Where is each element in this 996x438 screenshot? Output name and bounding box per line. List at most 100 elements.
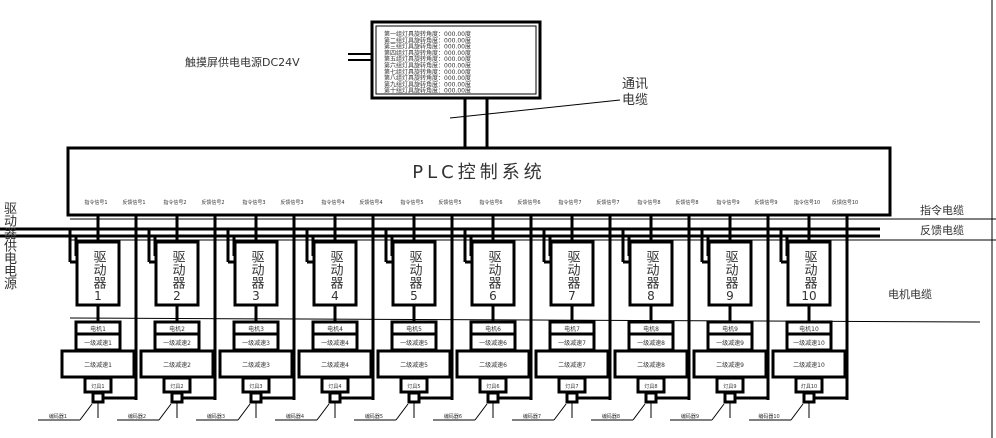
angle-row: 第四组灯具旋转角度：000.00度 [384,49,471,57]
load-label: 灯具8 [644,383,657,390]
driver-power-label: 供 [4,240,17,255]
motor-label: 电机6 [485,325,501,333]
encoder-label: 编码器9 [681,413,699,420]
stage1-reducer-label: 一级减速5 [400,339,428,347]
encoder-box [644,391,658,404]
driver-label: 驱动器 [644,250,660,290]
stage1-reducer-label: 一级减速2 [163,339,191,347]
driver-power-label: 电 [4,265,17,280]
command-signal-label: 指令信号5 [400,199,423,206]
motor-label: 电机10 [799,325,819,333]
load-label: 灯具6 [486,383,499,390]
driver-power-label: 源 [4,277,17,292]
stage2-reducer-box [60,349,136,379]
motor-label: 电机1 [90,325,106,333]
angle-row: 第九组灯具旋转角度：000.00度 [384,80,471,88]
wire [711,403,725,421]
command-signal-label: 指令信号9 [716,199,739,206]
encoder-box [249,391,263,404]
driver-box [154,240,200,307]
driver-power-label: 驱 [4,202,17,217]
encoder-box [328,391,342,404]
angle-row: 第七组灯具旋转角度：000.00度 [384,68,471,76]
stage2-reducer-label: 二级减速8 [637,361,665,369]
load-label: 灯具9 [723,383,736,390]
driver-label: 驱动器 [407,250,423,290]
encoder-label: 编码器10 [758,413,779,420]
load-label: 灯具1 [91,383,104,390]
command-signal-label: 指令信号8 [637,199,660,206]
angle-row: 第五组灯具旋转角度：000.00度 [384,55,471,63]
driver-power-label: 电 [4,252,17,267]
stage2-reducer-label: 二级减速10 [793,361,825,369]
wire [158,403,172,421]
plc-title: PLC控制系统 [412,162,545,183]
feedback-signal-label: 反馈信号9 [754,199,777,206]
angle-row: 第十组灯具旋转角度：000.00度 [384,87,471,95]
angle-row: 第二组灯具旋转角度：000.00度 [384,36,471,44]
driver-box [233,240,279,307]
encoder-label: 编码器8 [602,413,620,420]
driver-label: 驱动器 [723,250,739,290]
driver-number: 8 [647,289,655,303]
driver-number: 1 [94,289,102,303]
wire [79,403,93,421]
load-label: 灯具10 [801,383,817,390]
driver-label: 驱动器 [486,250,502,290]
driver-label: 驱动器 [249,250,265,290]
stage2-reducer-box [534,349,610,379]
stage1-reducer-label: 一级减速3 [242,339,270,347]
driver-box [549,240,595,307]
load-label: 灯具7 [565,383,578,390]
motor-label: 电机3 [248,325,264,333]
wire [632,403,646,421]
stage2-reducer-label: 二级减速4 [321,361,349,369]
encoder-box [170,391,184,404]
driver-number: 2 [173,289,181,303]
driver-power-label: 器 [4,227,17,242]
encoder-label: 编码器4 [286,413,304,420]
command-signal-label: 指令信号4 [321,199,344,206]
driver-number: 3 [252,289,260,303]
driver-label: 驱动器 [328,250,344,290]
plc-control-system [66,146,892,217]
stage2-reducer-label: 二级减速7 [558,361,586,369]
stage1-reducer-label: 一级减速9 [716,339,744,347]
command-cable-label: 指令电缆 [920,203,964,217]
driver-number: 10 [801,289,816,303]
stage1-reducer-label: 一级减速10 [793,339,825,347]
command-signal-label: 指令信号1 [84,199,107,206]
comm-leader [449,99,621,119]
wire [237,403,251,421]
wire [553,403,567,421]
stage1-reducer-label: 一级减速7 [558,339,586,347]
feedback-signal-label: 反馈信号8 [675,199,698,206]
encoder-box [565,391,579,404]
motor-label: 电机7 [564,325,580,333]
encoder-box [91,391,105,404]
feedback-signal-label: 反馈信号10 [832,199,858,206]
stage2-reducer-label: 二级减速2 [163,361,191,369]
driver-box [707,240,753,307]
motor-label: 电机9 [722,325,738,333]
driver-label: 驱动器 [91,250,107,290]
encoder-label: 编码器1 [49,413,67,420]
encoder-label: 编码器5 [365,413,383,420]
driver-number: 4 [331,289,339,303]
encoder-label: 编码器6 [444,413,462,420]
stage2-reducer-box [376,349,452,379]
command-signal-label: 指令信号2 [163,199,186,206]
feedback-signal-label: 反馈信号6 [517,199,540,206]
command-signal-label: 指令信号6 [479,199,502,206]
driver-box [470,240,516,307]
driver-label: 驱动器 [802,250,818,290]
motor-label: 电机8 [643,325,659,333]
encoder-box [723,391,737,404]
angle-row: 第八组灯具旋转角度：000.00度 [384,74,471,82]
